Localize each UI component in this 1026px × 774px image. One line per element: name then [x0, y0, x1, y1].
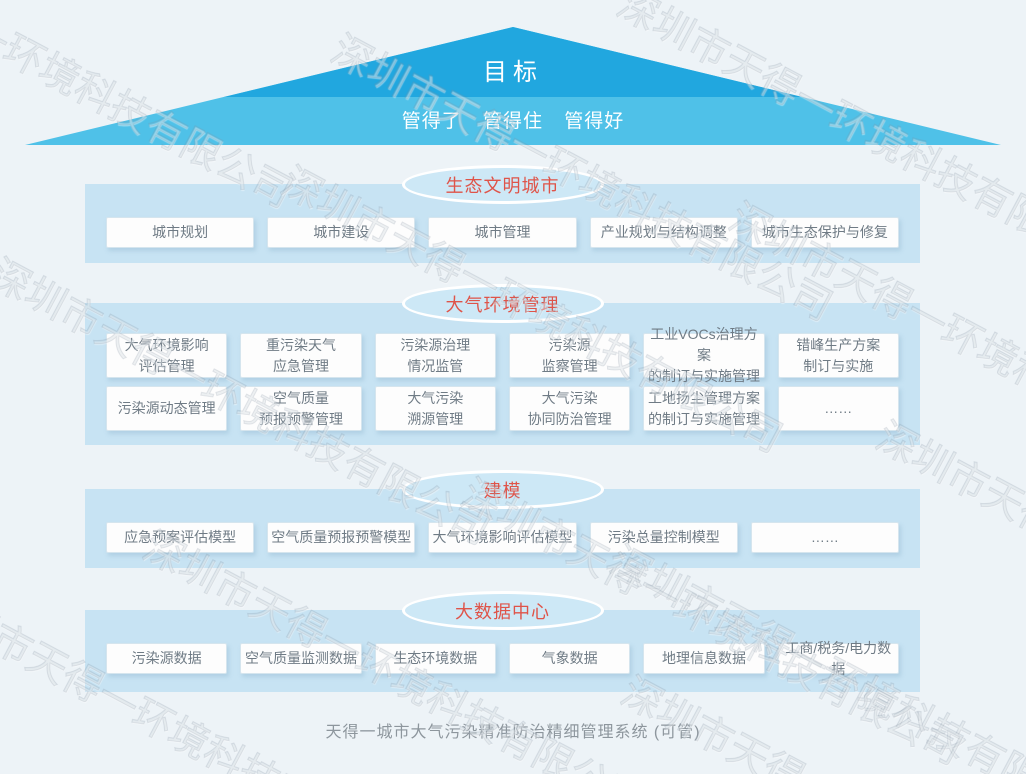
item-box: 产业规划与结构调整 — [589, 217, 738, 248]
section-label: 大气环境管理 — [445, 294, 560, 315]
item-box: 空气质量 预报预警管理 — [240, 386, 362, 431]
item-box: 大气污染 溯源管理 — [374, 386, 496, 431]
item-box: 空气质量监测数据 — [240, 643, 362, 674]
item-box: 污染源 监察管理 — [508, 333, 631, 378]
item-box: 污染源治理 情况监管 — [374, 333, 496, 378]
box-row: 污染源数据空气质量监测数据生态环境数据气象数据地理信息数据工商/税务/电力数据 — [85, 640, 920, 677]
pyramid-roof — [25, 27, 1001, 145]
box-row: 城市规划城市建设城市管理产业规划与结构调整城市生态保护与修复 — [85, 217, 920, 248]
item-box: 污染总量控制模型 — [589, 522, 738, 553]
item-box: 应急预案评估模型 — [106, 522, 255, 553]
box-row: 大气环境影响 评估管理重污染天气 应急管理污染源治理 情况监管污染源 监察管理工… — [85, 326, 920, 384]
slogan-3: 管得好 — [564, 111, 625, 132]
slogan-2: 管得住 — [482, 111, 543, 132]
item-box: 工业VOCs治理方案 的制订与实施管理 — [643, 326, 765, 384]
section-label-ellipse: 生态文明城市 — [401, 165, 604, 204]
item-box: 城市规划 — [106, 217, 255, 248]
item-box: 污染源数据 — [106, 643, 228, 674]
system-caption: 天得一城市大气污染精准防治精细管理系统 (可管) — [325, 724, 701, 741]
section-panel-big-data-center: 大数据中心污染源数据空气质量监测数据生态环境数据气象数据地理信息数据工商/税务/… — [85, 591, 920, 692]
goal-slogans: 管得了 管得住 管得好 — [0, 106, 1026, 133]
slogan-1: 管得了 — [401, 111, 462, 132]
item-box: 生态环境数据 — [374, 643, 496, 674]
item-box: 地理信息数据 — [643, 643, 765, 674]
item-box: …… — [750, 522, 900, 553]
item-box: 大气污染 协同防治管理 — [508, 386, 631, 431]
item-box: 错峰生产方案 制订与实施 — [777, 333, 899, 378]
section-label: 建模 — [483, 480, 522, 501]
box-row: 污染源动态管理空气质量 预报预警管理大气污染 溯源管理大气污染 协同防治管理工地… — [85, 386, 920, 431]
section-label-ellipse: 大气环境管理 — [401, 284, 604, 323]
section-panel-eco-civilization-city: 生态文明城市城市规划城市建设城市管理产业规划与结构调整城市生态保护与修复 — [85, 165, 920, 263]
item-box: 大气环境影响评估模型 — [428, 522, 577, 553]
box-row: 应急预案评估模型空气质量预报预警模型大气环境影响评估模型污染总量控制模型 …… — [85, 522, 920, 553]
item-box: 污染源动态管理 — [106, 386, 228, 431]
item-box: 城市管理 — [428, 217, 577, 248]
item-box: 大气环境影响 评估管理 — [106, 333, 228, 378]
section-label-ellipse: 建模 — [401, 470, 604, 509]
section-label: 生态文明城市 — [445, 175, 560, 196]
section-panel-modeling: 建模应急预案评估模型空气质量预报预警模型大气环境影响评估模型污染总量控制模型 …… — [85, 470, 920, 568]
section-label: 大数据中心 — [455, 601, 550, 622]
item-box: 城市建设 — [267, 217, 416, 248]
roof-dark-triangle — [224, 27, 802, 97]
goal-title: 目标 — [483, 59, 543, 86]
item-box: 工地扬尘管理方案 的制订与实施管理 — [643, 386, 765, 431]
item-box: 城市生态保护与修复 — [750, 217, 900, 248]
section-label-ellipse: 大数据中心 — [401, 591, 604, 630]
item-box: 气象数据 — [508, 643, 631, 674]
item-box: 工商/税务/电力数据 — [777, 640, 899, 677]
item-box: 空气质量预报预警模型 — [267, 522, 416, 553]
item-box: 重污染天气 应急管理 — [240, 333, 362, 378]
item-box: …… — [777, 386, 899, 431]
section-panel-air-environment-management: 大气环境管理大气环境影响 评估管理重污染天气 应急管理污染源治理 情况监管污染源… — [85, 284, 920, 445]
